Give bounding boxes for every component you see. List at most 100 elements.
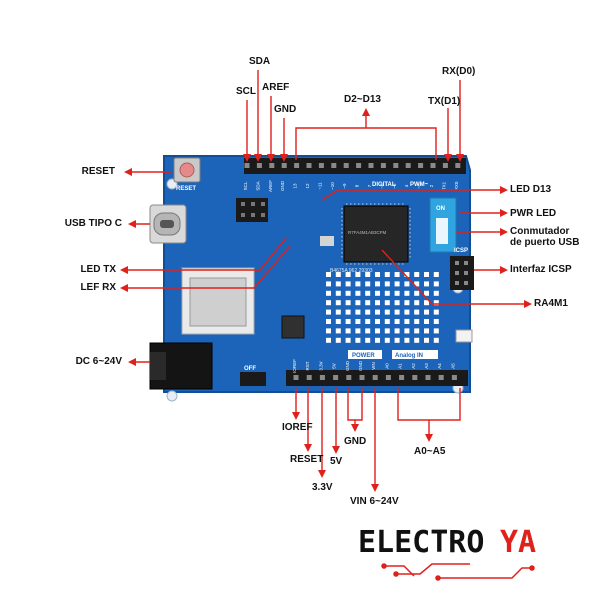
header-pin [430, 163, 436, 168]
header-pin [294, 163, 300, 168]
matrix-led [414, 337, 420, 343]
pin-label: GND [280, 180, 285, 191]
label-usb-switch: Conmutador de puerto USB [510, 226, 580, 248]
matrix-led [365, 309, 371, 315]
label-reset-left: RESET [81, 166, 115, 177]
pin-label: ~9 [342, 183, 347, 189]
matrix-led [375, 272, 380, 277]
inductor [281, 315, 305, 339]
pin-label: A3 [424, 363, 429, 369]
board-text-chip-code: B4675A 962 29303 [330, 268, 373, 274]
matrix-led [326, 319, 331, 324]
matrix-led [433, 300, 439, 306]
matrix-led [384, 290, 390, 296]
pin-label: RST [305, 361, 310, 370]
pin-label: A5 [450, 363, 455, 369]
header-pin [399, 375, 405, 380]
label-rx: RX(D0) [442, 66, 476, 77]
matrix-led [365, 328, 371, 334]
small-header [236, 198, 268, 222]
pin-label: A4 [437, 363, 442, 369]
logo-text-ya: YA [500, 525, 536, 560]
pin-label: SCL [243, 181, 248, 190]
label-d2-d13: D2~D13 [344, 94, 381, 105]
matrix-led [345, 309, 351, 315]
label-gnd-top: GND [274, 104, 297, 115]
board-text-chip: R7FA4M1AB3CFM [348, 230, 387, 235]
matrix-led [424, 300, 429, 306]
label-ra4m1: RA4M1 [534, 298, 568, 309]
pin-label: SDA [255, 181, 260, 190]
board-text-icsp: ICSP [454, 248, 468, 254]
label-tx: TX(D1) [428, 96, 461, 107]
matrix-led [326, 272, 331, 277]
label-reset-bottom: RESET [290, 454, 324, 465]
pin-label: ~5 [392, 183, 397, 189]
matrix-led [335, 319, 341, 324]
pin-label: 5V [332, 363, 337, 369]
label-led-d13: LED D13 [510, 184, 552, 195]
header-pin [256, 163, 262, 168]
matrix-led [345, 272, 351, 277]
matrix-led [345, 337, 351, 343]
matrix-led [433, 337, 439, 343]
label-3v3: 3.3V [312, 482, 333, 493]
pin-label: 4 [404, 184, 409, 187]
matrix-led [355, 290, 361, 296]
label-pwr-led: PWR LED [510, 208, 557, 219]
header-pin [425, 375, 431, 380]
matrix-led [375, 290, 380, 296]
header-pin [455, 163, 461, 168]
header-pin [244, 163, 250, 168]
header-pin [356, 163, 362, 168]
board-text-pwm: PWM~ [410, 182, 429, 188]
led-matrix [326, 272, 439, 343]
header-pin [293, 375, 299, 380]
matrix-led [414, 300, 420, 306]
matrix-led [404, 309, 410, 315]
header-pin [418, 163, 424, 168]
matrix-led [355, 281, 361, 287]
header-pin [451, 375, 457, 380]
matrix-led [433, 319, 439, 324]
icsp-header [450, 256, 474, 290]
pin-label: VIN [371, 362, 376, 370]
matrix-led [345, 290, 351, 296]
matrix-led [384, 309, 390, 315]
matrix-led [404, 281, 410, 287]
matrix-led [335, 337, 341, 343]
matrix-led [345, 300, 351, 306]
matrix-led [414, 272, 420, 277]
matrix-led [335, 309, 341, 315]
pin-label: ~3 [417, 183, 422, 189]
matrix-led [326, 300, 331, 306]
matrix-led [394, 328, 400, 334]
matrix-led [394, 300, 400, 306]
pin-label: ~11 [317, 182, 322, 190]
matrix-led [326, 309, 331, 315]
label-a0-a5: A0~A5 [414, 446, 446, 457]
matrix-led [384, 272, 390, 277]
pin-label: 7 [367, 184, 372, 187]
pin-label: A2 [411, 363, 416, 369]
matrix-led [424, 337, 429, 343]
matrix-led [365, 300, 371, 306]
header-pin [438, 375, 444, 380]
matrix-led [384, 300, 390, 306]
matrix-led [424, 281, 429, 287]
matrix-led [404, 319, 410, 324]
label-vin: VIN 6~24V [350, 496, 399, 507]
board-text-reset: RESET [176, 186, 196, 192]
pin-label: A0 [384, 363, 389, 369]
matrix-led [414, 281, 420, 287]
pin-label: 3.3V [318, 361, 323, 370]
arrow-led-d13 [321, 186, 508, 201]
matrix-led [375, 337, 380, 343]
matrix-led [433, 281, 439, 287]
matrix-led [404, 272, 410, 277]
header-pin [442, 163, 448, 168]
